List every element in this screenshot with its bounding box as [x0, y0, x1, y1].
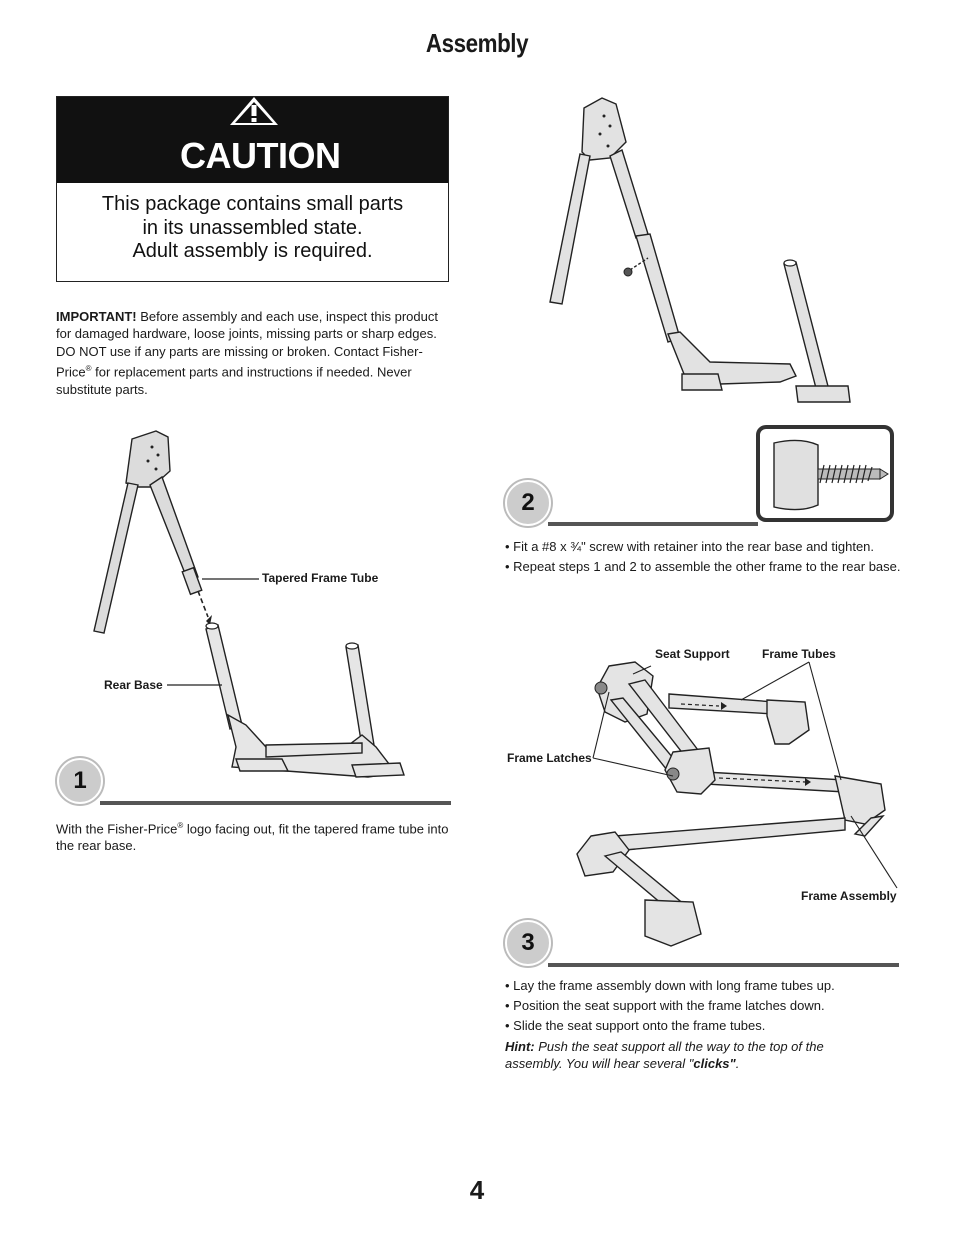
step-3-rule: [548, 963, 899, 967]
step-1-text: logo facing out, fit the tapered frame t…: [56, 821, 449, 854]
step2-illustration: [549, 97, 851, 403]
page-title: Assembly: [425, 28, 529, 58]
important-text: for replacement parts and instructions i…: [56, 364, 412, 397]
caution-box: CAUTION This package contains small part…: [56, 96, 449, 282]
label-rear-base: Rear Base: [104, 678, 163, 692]
registered-mark: ®: [177, 821, 184, 830]
caution-message: This package contains small parts in its…: [57, 193, 448, 264]
step-1-rule: [100, 801, 451, 805]
hint-end: .: [735, 1056, 740, 1071]
caution-line: This package contains small parts: [101, 193, 404, 215]
hint-lead: Hint:: [505, 1039, 535, 1054]
step-2-rule: [548, 522, 758, 526]
caution-line: Adult assembly is required.: [132, 240, 373, 262]
caution-heading: CAUTION: [180, 135, 341, 176]
list-item: • Position the seat support with the fra…: [505, 998, 825, 1013]
label-frame-assembly: Frame Assembly: [801, 889, 897, 903]
list-item: • Fit a #8 x ¾" screw with retainer into…: [505, 539, 875, 554]
list-item: • Slide the seat support onto the frame …: [505, 1018, 766, 1033]
step-3-hint: Hint: Push the seat support all the way …: [505, 1038, 875, 1072]
list-item: • Repeat steps 1 and 2 to assemble the o…: [505, 559, 901, 574]
registered-mark: ®: [85, 363, 92, 373]
hint-text: Push the seat support all the way to the…: [505, 1039, 824, 1071]
label-seat-support: Seat Support: [655, 647, 730, 661]
step1-illustration: [93, 430, 405, 778]
label-frame-tubes: Frame Tubes: [762, 647, 836, 661]
important-lead: IMPORTANT!: [56, 309, 137, 324]
caution-line: in its unassembled state.: [142, 216, 363, 239]
important-text: Before assembly and each use, inspect th…: [56, 309, 438, 380]
step-2-number: 2: [505, 480, 551, 526]
warning-triangle-icon: [230, 97, 278, 125]
step-1-text: With the Fisher-Price: [56, 821, 178, 837]
caution-header: CAUTION: [57, 97, 448, 183]
important-notice: IMPORTANT! Before assembly and each use,…: [56, 308, 451, 398]
step-3-number: 3: [505, 920, 551, 966]
page-number: 4: [469, 1175, 485, 1205]
list-item: • Lay the frame assembly down with long …: [505, 978, 835, 993]
label-tapered-frame-tube: Tapered Frame Tube: [262, 571, 379, 585]
screw-callout-box: [756, 425, 894, 522]
step3-illustration: [576, 661, 898, 947]
step-1-number: 1: [57, 758, 103, 804]
label-frame-latches: Frame Latches: [507, 751, 592, 765]
screw-icon: [773, 439, 889, 511]
step-3-instructions: • Lay the frame assembly down with long …: [505, 977, 905, 1037]
step-2-instructions: • Fit a #8 x ¾" screw with retainer into…: [505, 538, 905, 578]
hint-bold: clicks": [693, 1056, 736, 1071]
step-1-instructions: With the Fisher-Price® logo facing out, …: [56, 817, 451, 854]
